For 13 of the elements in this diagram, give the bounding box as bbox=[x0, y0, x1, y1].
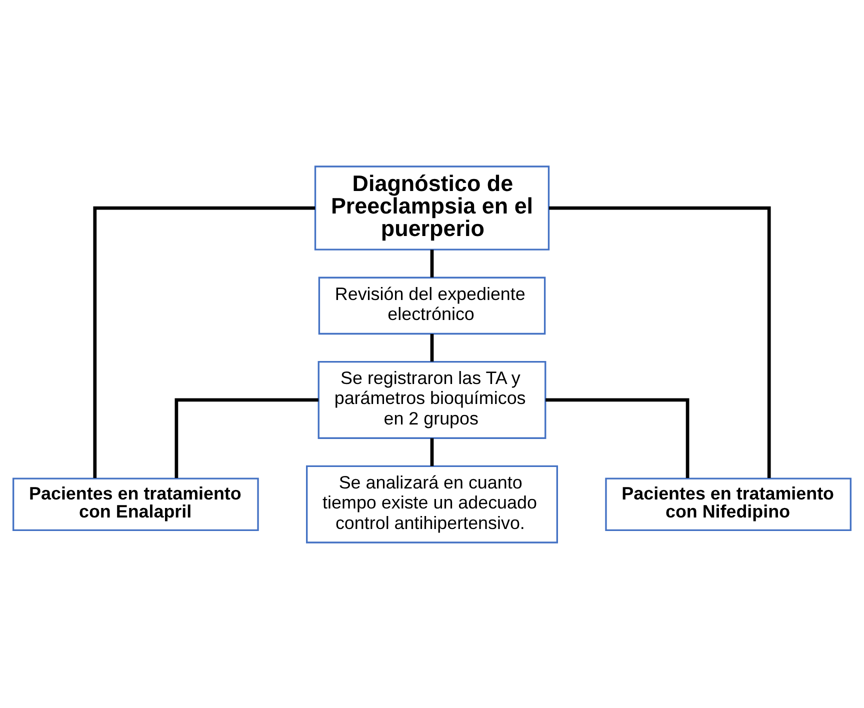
connector bbox=[430, 249, 434, 277]
connector bbox=[430, 333, 434, 362]
node-box: Pacientes en tratamiento con Nifedipino bbox=[605, 477, 852, 530]
connector bbox=[430, 438, 434, 466]
node-box: Se registraron las TA y parámetros bioquímicos en 2 grupos bbox=[318, 360, 546, 438]
node-box: Pacientes en tratamiento con Enalapril bbox=[12, 477, 259, 530]
node-box: Diagnóstico de Preeclampsia en el puerperio bbox=[314, 165, 550, 250]
node-box: Se analizará en cuanto tiempo existe un adecuado control antihipertensivo. bbox=[306, 464, 558, 543]
connector bbox=[548, 206, 771, 478]
connector bbox=[546, 398, 690, 478]
connector bbox=[93, 206, 316, 478]
connector bbox=[174, 398, 318, 478]
node-box: Revisión del expediente electrónico bbox=[318, 276, 546, 334]
